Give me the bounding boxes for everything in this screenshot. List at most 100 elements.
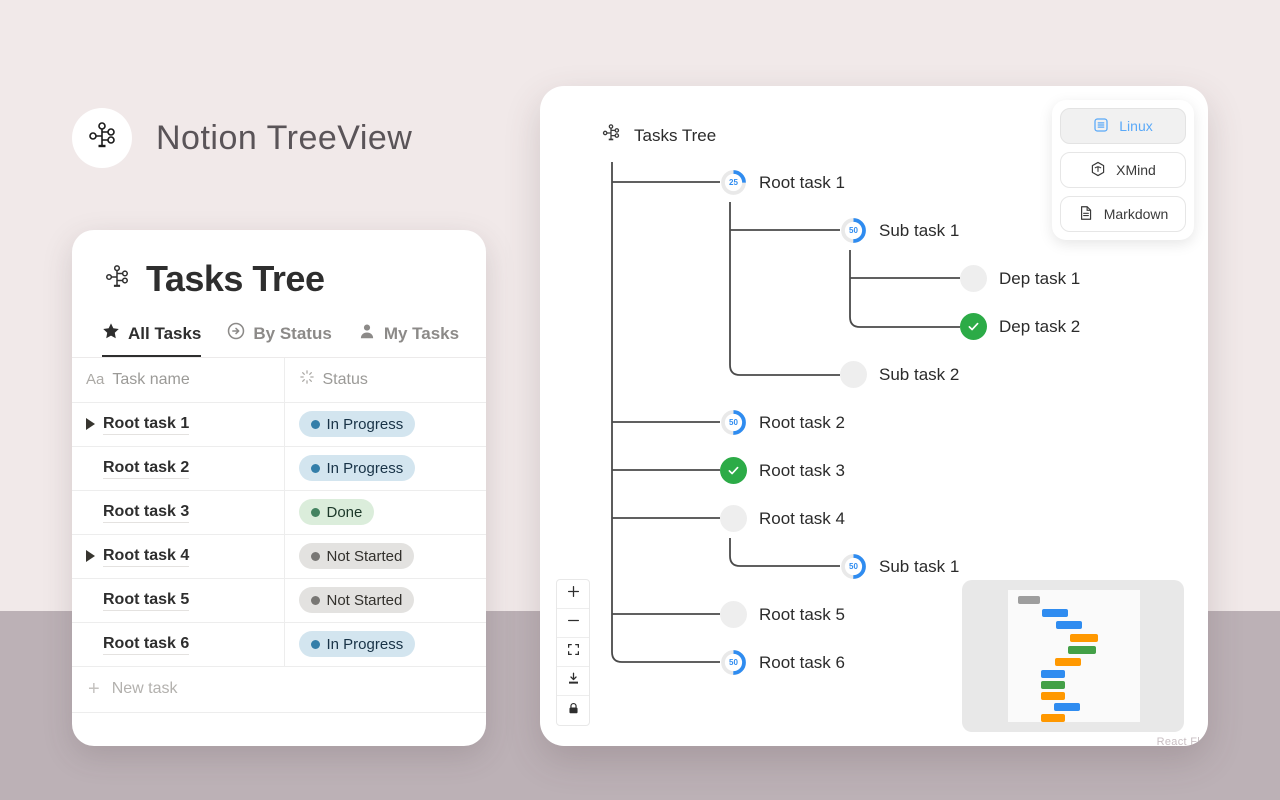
status-circle-empty-icon	[720, 505, 747, 532]
tree-node-icon	[600, 122, 622, 149]
tree-root-label: Tasks Tree	[634, 125, 717, 145]
tree-root-header: Tasks Tree	[600, 122, 716, 149]
table-row[interactable]: Root task 6 In Progress	[72, 622, 486, 667]
task-name: Root task 3	[103, 502, 190, 523]
expand-toggle-icon[interactable]	[86, 550, 95, 562]
tree-node-label: Sub task 1	[879, 220, 960, 240]
progress-percent: 50	[729, 418, 738, 427]
tree-node-root-task-6[interactable]: 50 Root task 6	[720, 649, 845, 676]
new-task-label: New task	[111, 680, 178, 697]
status-circle-done-icon	[960, 313, 987, 340]
export-button-linux[interactable]: Linux	[1060, 108, 1186, 144]
tree-node-root-task-2[interactable]: 50 Root task 2	[720, 409, 845, 436]
progress-percent: 50	[729, 658, 738, 667]
tree-node-root-task-1[interactable]: 25 Root task 1	[720, 169, 845, 196]
tab-label: By Status	[253, 323, 332, 343]
status-badge[interactable]: Done	[298, 499, 375, 525]
tree-node-dep-task-1[interactable]: Dep task 1	[960, 265, 1080, 292]
tab-all-tasks[interactable]: All Tasks	[102, 322, 202, 357]
status-circle-empty-icon	[960, 265, 987, 292]
status-dot	[310, 419, 320, 429]
tree-node-label: Root task 5	[759, 604, 845, 624]
task-name: Root task 1	[103, 414, 190, 435]
status-dot	[310, 463, 320, 473]
progress-percent: 50	[849, 562, 858, 571]
tasks-table: Aa Task name	[72, 358, 486, 667]
tree-node-label: Dep task 2	[999, 316, 1081, 336]
export-button-markdown[interactable]: Markdown	[1060, 196, 1186, 232]
watermark: React Fl	[1156, 736, 1200, 746]
page-title: Tasks Tree	[146, 258, 325, 299]
tree-node-icon	[102, 262, 132, 297]
zoom-out-button[interactable]	[557, 609, 589, 638]
status-badge[interactable]: In Progress	[298, 411, 416, 437]
notion-table-card: Tasks Tree All Tasks By Status	[72, 230, 486, 746]
status-circle-empty-icon	[720, 601, 747, 628]
status-badge[interactable]: Not Started	[298, 543, 415, 569]
lock-button[interactable]	[557, 696, 589, 725]
status-dot	[310, 595, 320, 605]
tree-node-sub-task-1[interactable]: 50 Sub task 1	[840, 217, 959, 244]
person-icon	[358, 322, 376, 345]
view-tabs: All Tasks By Status My Tasks	[72, 300, 486, 358]
status-dot	[310, 551, 320, 561]
zoom-toolbar	[556, 579, 590, 726]
task-name: Root task 4	[103, 546, 190, 567]
tree-node-label: Dep task 1	[999, 268, 1081, 288]
star-icon	[102, 322, 120, 345]
table-row[interactable]: Root task 5 Not Started	[72, 578, 486, 623]
progress-ring-50-icon: 50	[840, 553, 867, 580]
minus-icon	[566, 613, 581, 633]
fit-view-icon	[566, 642, 581, 662]
progress-percent: 50	[849, 226, 858, 235]
table-body: Root task 1 In Progress Root task 2	[72, 402, 486, 667]
tree-node-label: Sub task 2	[879, 364, 960, 384]
table-row[interactable]: Root task 3 Done	[72, 490, 486, 535]
download-button[interactable]	[557, 667, 589, 696]
task-name: Root task 6	[103, 634, 190, 655]
tree-connector-lines	[611, 162, 960, 663]
column-header-task-name[interactable]: Aa Task name	[72, 358, 285, 403]
expand-toggle-icon[interactable]	[86, 418, 95, 430]
spinner-icon	[299, 369, 315, 390]
status-badge[interactable]: Not Started	[298, 587, 415, 613]
tree-node-label: Sub task 1	[879, 556, 960, 576]
column-header-status[interactable]: Status	[284, 358, 486, 403]
app-logo	[72, 108, 132, 168]
progress-ring-25-icon: 25	[720, 169, 747, 196]
zoom-in-button[interactable]	[557, 580, 589, 609]
download-icon	[566, 671, 581, 691]
tree-node-root-task-3[interactable]: Root task 3	[720, 457, 845, 484]
table-header-row: Aa Task name	[72, 358, 486, 403]
status-label: In Progress	[326, 635, 404, 653]
status-circle-empty-icon	[840, 361, 867, 388]
fit-view-button[interactable]	[557, 638, 589, 667]
table-row[interactable]: Root task 1 In Progress	[72, 402, 486, 447]
status-badge[interactable]: In Progress	[298, 455, 416, 481]
notion-card-header: Tasks Tree	[72, 230, 486, 300]
task-name: Root task 5	[103, 590, 190, 611]
tree-node-root-task-4[interactable]: Root task 4	[720, 505, 845, 532]
progress-ring-50-icon: 50	[840, 217, 867, 244]
table-row[interactable]: Root task 2 In Progress	[72, 446, 486, 491]
tree-node-root-task-5[interactable]: Root task 5	[720, 601, 845, 628]
tree-node-sub-task-1-b[interactable]: 50 Sub task 1	[840, 553, 959, 580]
minimap[interactable]	[962, 580, 1184, 732]
table-row[interactable]: Root task 4 Not Started	[72, 534, 486, 579]
status-badge[interactable]: In Progress	[298, 631, 416, 657]
arrow-circle-right-icon	[227, 322, 245, 345]
export-button-xmind[interactable]: XMind	[1060, 152, 1186, 188]
tab-my-tasks[interactable]: My Tasks	[358, 322, 459, 357]
tree-node-dep-task-2[interactable]: Dep task 2	[960, 313, 1080, 340]
xmind-icon	[1090, 161, 1106, 180]
plus-icon	[566, 584, 581, 604]
tree-node-sub-task-2[interactable]: Sub task 2	[840, 361, 959, 388]
status-circle-done-icon	[720, 457, 747, 484]
task-name: Root task 2	[103, 458, 190, 479]
export-panel: Linux XMind Markdown	[1052, 100, 1194, 240]
tab-by-status[interactable]: By Status	[227, 322, 332, 357]
status-label: Done	[326, 503, 363, 521]
minimap-viewport	[1008, 590, 1140, 722]
new-task-button[interactable]: + New task	[72, 667, 486, 713]
tree-node-icon	[85, 119, 119, 158]
